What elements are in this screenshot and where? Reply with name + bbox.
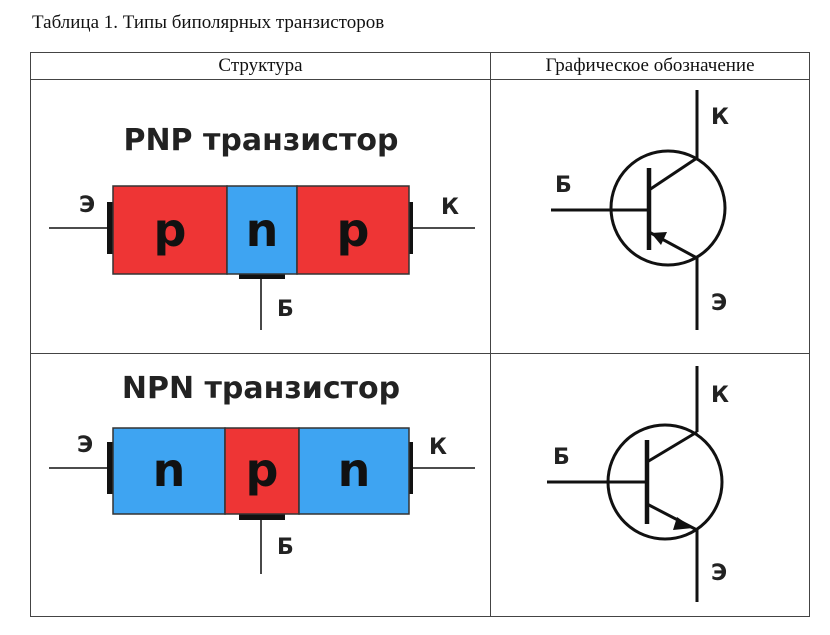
npn-region-1 — [112, 426, 226, 515]
pnp-structure-diagram: PNP транзистор p n p Э К Б — [49, 123, 475, 330]
npn-title: NPN транзистор — [122, 371, 400, 406]
pnp-base-label: Б — [277, 297, 294, 322]
pnp-symbol-collector-label: К — [711, 105, 729, 130]
npn-base-contact — [239, 513, 285, 520]
npn-symbol-cell: К Б Э — [490, 352, 810, 617]
pnp-collector-label: К — [441, 195, 459, 220]
npn-symbol-collector-label: К — [711, 383, 729, 408]
pnp-base-contact — [239, 273, 285, 279]
npn-symbol-arrow — [673, 516, 693, 530]
npn-collector-label: К — [429, 435, 447, 460]
transistor-types-table: Структура Графическое обозначение PNP тр… — [30, 52, 810, 617]
npn-symbol-base-label: Б — [553, 445, 570, 470]
npn-region-2 — [224, 426, 300, 515]
table-row: NPN транзистор n p n Э К Б — [30, 352, 810, 617]
npn-structure-diagram: NPN транзистор n p n Э К Б — [49, 371, 475, 574]
pnp-region-3 — [296, 185, 410, 275]
npn-layer-1-label: n — [153, 443, 186, 497]
pnp-region-2 — [226, 185, 298, 275]
pnp-structure-cell: PNP транзистор p n p Э К Б — [30, 79, 491, 354]
pnp-region-1 — [112, 185, 228, 275]
npn-layer-2-label: p — [246, 443, 279, 497]
pnp-emitter-label: Э — [79, 193, 95, 218]
table-row: PNP транзистор p n p Э К Б — [30, 79, 810, 354]
pnp-symbol-emitter-label: Э — [711, 291, 727, 316]
pnp-symbol-circle — [609, 149, 727, 267]
npn-structure-cell: NPN транзистор n p n Э К Б — [30, 352, 491, 617]
npn-emitter-label: Э — [77, 433, 93, 458]
header-row: Структура Графическое обозначение — [30, 52, 810, 80]
table-caption: Таблица 1. Типы биполярных транзисторов — [32, 12, 385, 33]
npn-emitter-contact — [107, 441, 113, 494]
npn-region-3 — [298, 426, 410, 515]
pnp-layer-1-label: p — [154, 203, 187, 257]
npn-symbol-emitter-label: Э — [711, 561, 727, 586]
pnp-collector-contact — [407, 202, 413, 254]
npn-base-label: Б — [277, 535, 294, 560]
pnp-layer-3-label: p — [337, 203, 370, 257]
header-structure: Структура — [30, 52, 491, 80]
header-symbol: Графическое обозначение — [490, 52, 810, 80]
npn-transistor-symbol: К Б Э — [547, 365, 729, 602]
pnp-transistor-symbol: К Б Э — [551, 90, 729, 330]
pnp-symbol-arrow — [651, 232, 667, 245]
pnp-title: PNP транзистор — [123, 123, 398, 158]
pnp-emitter-contact — [107, 202, 113, 254]
pnp-symbol-collector-diagonal — [648, 156, 698, 192]
npn-layer-3-label: n — [338, 443, 371, 497]
pnp-symbol-base-label: Б — [555, 173, 572, 198]
pnp-layer-2-label: n — [246, 203, 279, 257]
pnp-symbol-cell: К Б Э — [490, 79, 810, 354]
npn-collector-contact — [407, 441, 413, 494]
npn-symbol-collector-diagonal — [646, 430, 698, 463]
